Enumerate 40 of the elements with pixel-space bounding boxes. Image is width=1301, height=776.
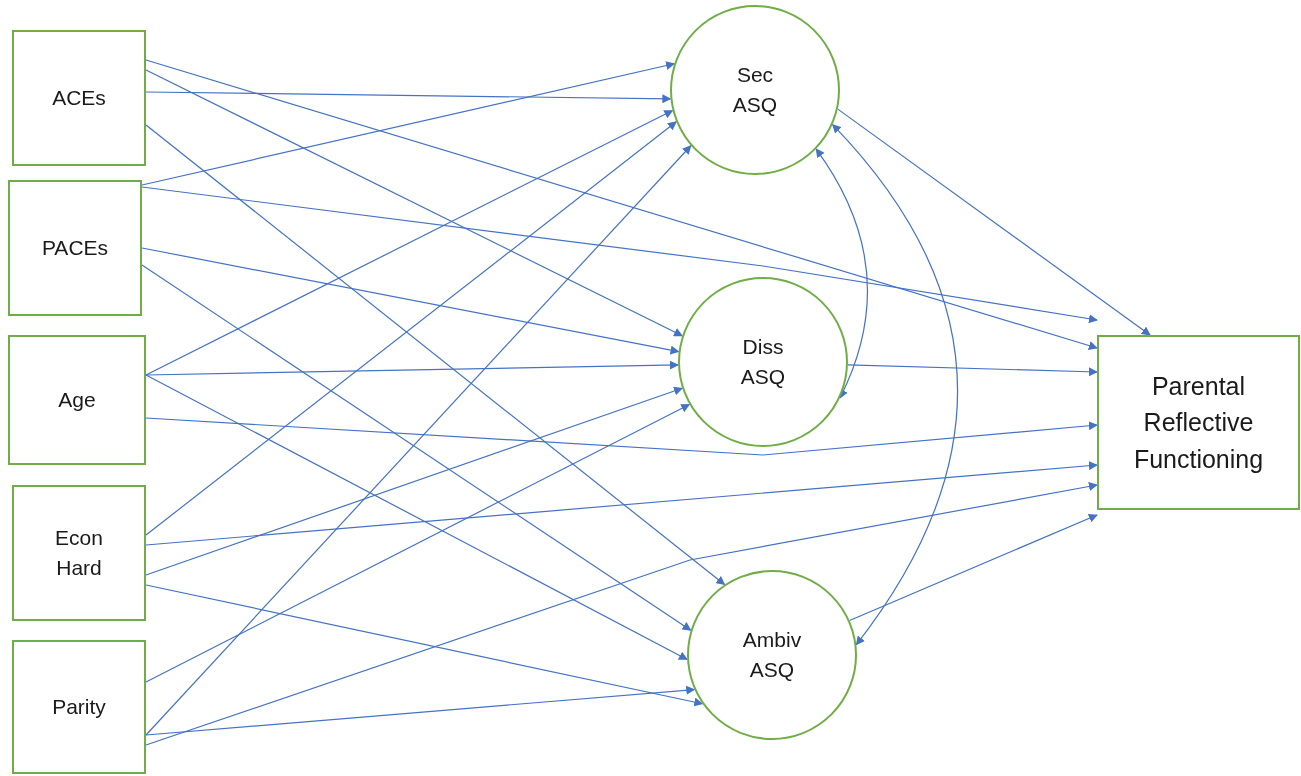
arrow — [145, 584, 704, 707]
arrow — [145, 145, 692, 736]
arrow — [145, 417, 1098, 456]
arrow — [145, 109, 674, 376]
variable-box — [12, 30, 146, 166]
node-label: Diss ASQ — [739, 333, 787, 390]
variable-box — [8, 180, 142, 316]
node-label: Age — [58, 386, 96, 413]
arrow — [145, 91, 672, 104]
arrow — [141, 61, 676, 186]
arrow — [832, 123, 958, 646]
node-label: Econ Hard — [54, 524, 104, 581]
arrow — [141, 186, 1098, 324]
arrow — [145, 461, 1098, 546]
arrow — [847, 364, 1098, 377]
arrow — [145, 59, 1098, 350]
arrow — [145, 374, 688, 661]
arrow — [145, 360, 679, 376]
node-label: Ambiv ASQ — [741, 626, 803, 683]
node-label: PACEs — [41, 234, 109, 261]
variable-box — [12, 640, 146, 774]
arrow — [145, 69, 683, 337]
node-label: Parental Reflective Functioning — [1132, 371, 1265, 475]
arrow — [141, 247, 680, 355]
arrow — [849, 514, 1098, 622]
arrow — [145, 685, 696, 736]
variable-box — [12, 485, 146, 621]
arrow — [145, 386, 683, 576]
variable-box — [8, 335, 146, 465]
arrow — [815, 148, 869, 399]
arrow — [837, 108, 1151, 336]
node-label: ACEs — [52, 84, 106, 111]
node-label: Parity — [52, 693, 106, 720]
variable-box — [1097, 335, 1300, 510]
arrow — [141, 264, 692, 631]
arrow — [145, 482, 1098, 746]
arrow — [145, 121, 677, 536]
arrow — [145, 403, 691, 683]
arrow — [145, 124, 726, 586]
node-label: Sec ASQ — [731, 61, 779, 118]
